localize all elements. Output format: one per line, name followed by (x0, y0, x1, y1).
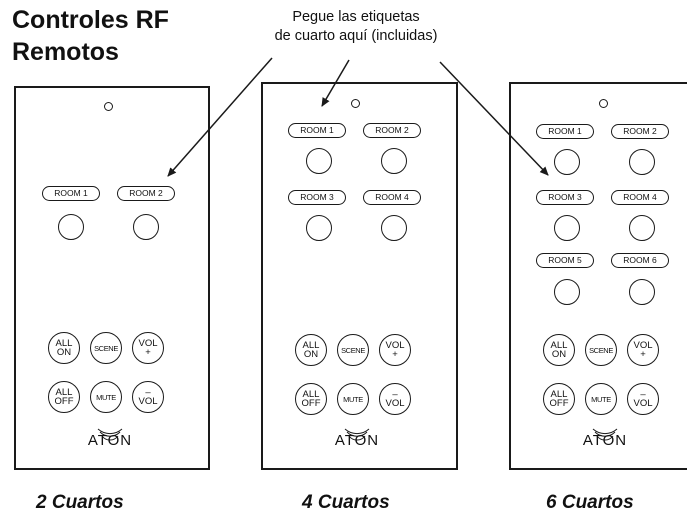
room-label-2: ROOM 2 (611, 124, 669, 139)
room-label-4: ROOM 4 (363, 190, 421, 205)
room-label-1: ROOM 1 (288, 123, 346, 138)
power-wave-icon (592, 428, 618, 441)
led-indicator (351, 99, 360, 108)
room-button-2[interactable] (381, 148, 407, 174)
power-wave-icon (97, 428, 123, 441)
aton-logo: ATON (555, 428, 655, 456)
arrow-to-remote-2-rooms (167, 57, 273, 177)
room-button-1[interactable] (554, 149, 580, 175)
volume-down-button[interactable]: –VOL (132, 381, 164, 413)
room-label-1: ROOM 1 (536, 124, 594, 139)
room-button-5[interactable] (554, 279, 580, 305)
room-label-5: ROOM 5 (536, 253, 594, 268)
room-button-3[interactable] (306, 215, 332, 241)
scene-button[interactable]: SCENE (585, 334, 617, 366)
mute-button[interactable]: MUTE (585, 383, 617, 415)
volume-down-button[interactable]: –VOL (627, 383, 659, 415)
scene-button[interactable]: SCENE (337, 334, 369, 366)
caption-4-rooms: 4 Cuartos (302, 492, 390, 513)
logo-text: ATON (582, 432, 628, 449)
label-instruction: Pegue las etiquetas de cuarto aquí (incl… (236, 8, 476, 46)
room-label-2: ROOM 2 (117, 186, 175, 201)
room-label-4: ROOM 4 (611, 190, 669, 205)
mute-button[interactable]: MUTE (90, 381, 122, 413)
volume-up-button[interactable]: VOL+ (132, 332, 164, 364)
remote-6-rooms: ROOM 1 ROOM 2 ROOM 3 ROOM 4 ROOM 5 ROOM … (509, 82, 687, 470)
room-button-2[interactable] (133, 214, 159, 240)
label-instruction-line-2: de cuarto aquí (incluidas) (274, 28, 438, 44)
led-indicator (104, 102, 113, 111)
logo-text: ATON (334, 432, 380, 449)
label-instruction-line-1: Pegue las etiquetas (292, 9, 420, 25)
title-line-1: Controles RF (12, 6, 169, 34)
room-label-2: ROOM 2 (363, 123, 421, 138)
arrow-to-remote-4-rooms (321, 59, 350, 107)
caption-6-rooms: 6 Cuartos (546, 492, 634, 513)
room-button-1[interactable] (58, 214, 84, 240)
room-button-4[interactable] (629, 215, 655, 241)
aton-logo: ATON (307, 428, 407, 456)
title-line-2: Remotos (12, 38, 119, 66)
aton-logo: ATON (60, 428, 160, 456)
room-button-6[interactable] (629, 279, 655, 305)
room-button-4[interactable] (381, 215, 407, 241)
room-label-3: ROOM 3 (536, 190, 594, 205)
volume-up-button[interactable]: VOL+ (379, 334, 411, 366)
caption-2-rooms: 2 Cuartos (36, 492, 124, 513)
room-label-6: ROOM 6 (611, 253, 669, 268)
volume-down-button[interactable]: –VOL (379, 383, 411, 415)
diagram-title: Controles RF Remotos (12, 4, 169, 68)
power-wave-icon (344, 428, 370, 441)
volume-up-button[interactable]: VOL+ (627, 334, 659, 366)
room-button-1[interactable] (306, 148, 332, 174)
led-indicator (599, 99, 608, 108)
room-button-3[interactable] (554, 215, 580, 241)
scene-button[interactable]: SCENE (90, 332, 122, 364)
room-label-3: ROOM 3 (288, 190, 346, 205)
room-label-1: ROOM 1 (42, 186, 100, 201)
mute-button[interactable]: MUTE (337, 383, 369, 415)
logo-text: ATON (87, 432, 133, 449)
arrow-to-remote-6-rooms (439, 61, 549, 176)
room-button-2[interactable] (629, 149, 655, 175)
